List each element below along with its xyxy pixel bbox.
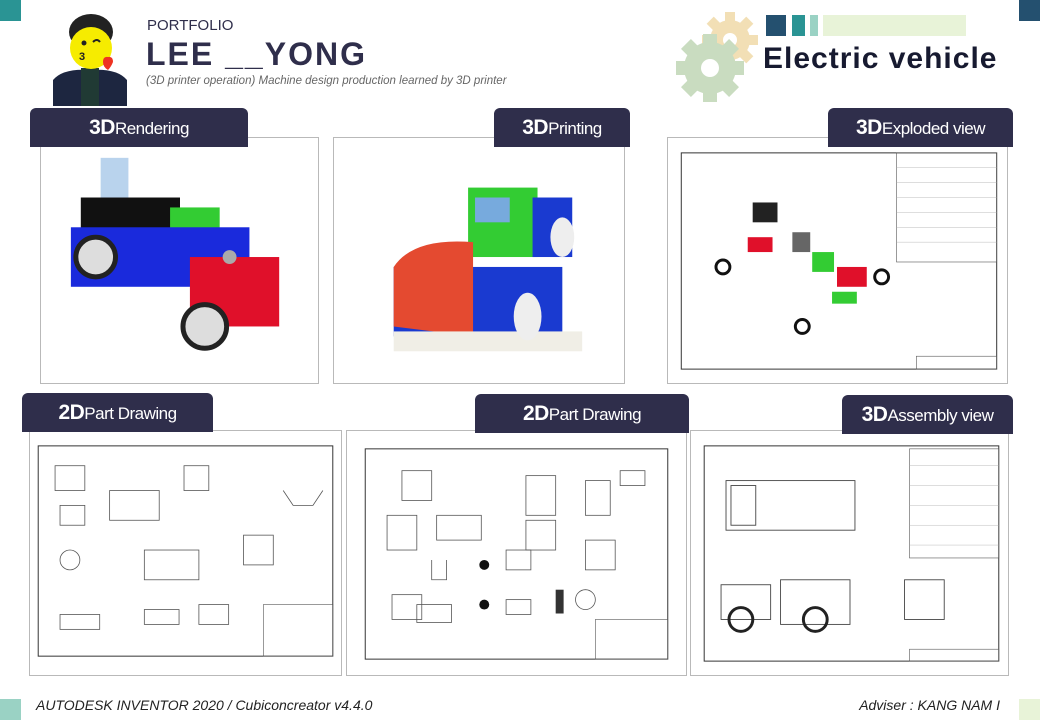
tab-label: Part Drawing [84, 404, 177, 423]
adviser-credit: Adviser : KANG NAM I [859, 697, 1000, 713]
accent-square-teal [792, 15, 805, 36]
assembly-view-drawing [690, 430, 1009, 676]
exploded-view-drawing [667, 137, 1008, 384]
tab-label: Rendering [114, 119, 189, 138]
rendering-image [40, 137, 319, 384]
tab-prefix: 3D [856, 116, 882, 139]
accent-square-navy [766, 15, 786, 36]
part-drawing-2 [346, 430, 687, 676]
accent-square-mint [810, 15, 818, 36]
tab-prefix: 3D [522, 116, 549, 139]
printing-photo [333, 137, 625, 384]
tab-prefix: 2D [522, 402, 549, 425]
portfolio-label: PORTFOLIO [147, 17, 234, 34]
tab-label: Part Drawing [548, 405, 642, 424]
corner-block-bottom-right [1019, 699, 1040, 720]
gears-icon [672, 10, 767, 105]
tab-label: Printing [548, 119, 602, 138]
avatar: 3 [53, 10, 127, 106]
software-credit: AUTODESK INVENTOR 2020 / Cubiconcreator … [36, 697, 373, 713]
author-name: LEE __YONG [146, 36, 367, 72]
corner-block-bottom-left [0, 699, 21, 720]
tab-prefix: 3D [861, 403, 888, 426]
accent-bar [823, 15, 966, 36]
tab-prefix: 2D [58, 401, 85, 424]
corner-block-top-left [0, 0, 21, 21]
tab-prefix: 3D [89, 116, 115, 139]
project-title: Electric vehicle [763, 42, 998, 75]
svg-text:3: 3 [79, 51, 85, 63]
part-drawing-1 [29, 430, 342, 676]
corner-block-top-right [1019, 0, 1040, 21]
subtitle: (3D printer operation) Machine design pr… [146, 75, 507, 87]
tab-label: Exploded view [881, 119, 986, 138]
tab-label: Assembly view [887, 406, 994, 425]
